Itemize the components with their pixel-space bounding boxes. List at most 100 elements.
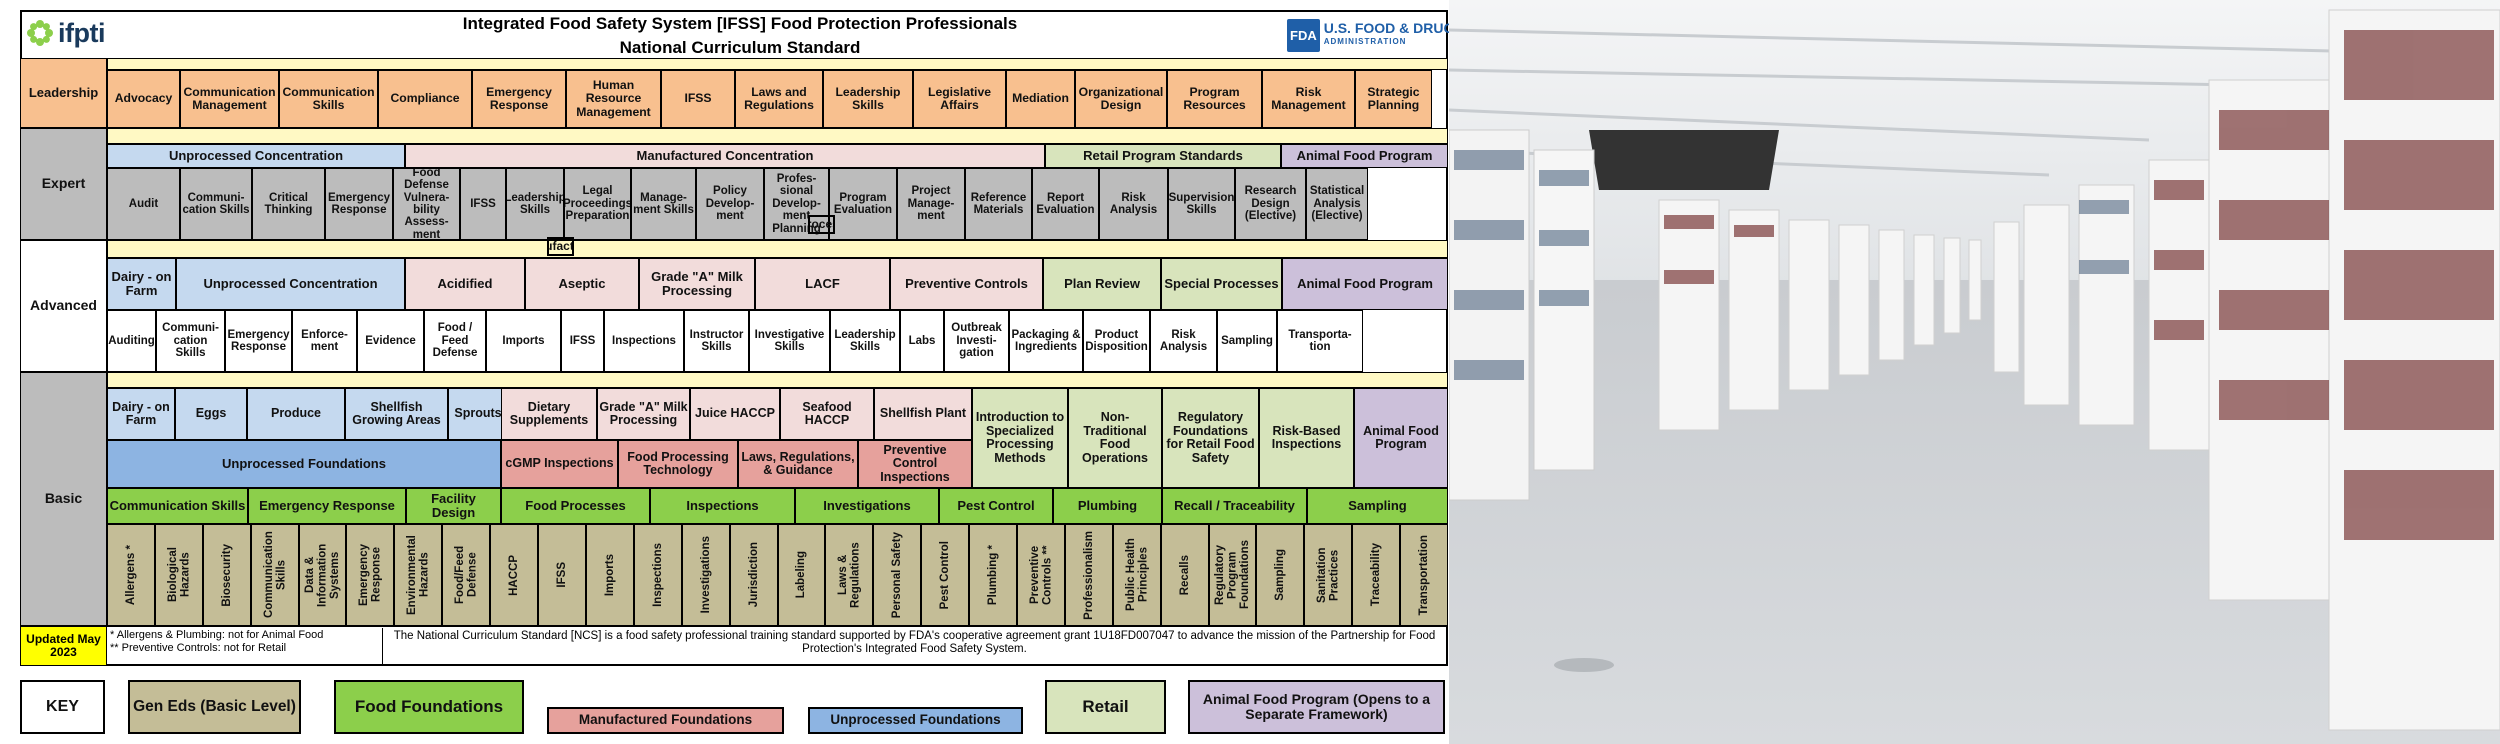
- basic-manufactured-foundation-3-label: Preventive Control Inspections: [880, 442, 950, 484]
- expert-course-2-label: Critical Thinking: [264, 191, 313, 216]
- advanced-course-2: Emergency Response: [225, 310, 292, 372]
- expert-course-13: Reference Materials: [965, 168, 1032, 240]
- expert-course-6-label: Leadership Skills: [506, 191, 564, 216]
- gen-ed-20: Professionalism: [1065, 524, 1113, 626]
- leadership-course-10: Mediation: [1006, 70, 1075, 128]
- title-line-1: Integrated Food Safety System [IFSS] Foo…: [462, 14, 1018, 33]
- leadership-course-2-label: Communication Skills: [282, 84, 375, 112]
- gen-ed-21-label: Public Health Principles: [1124, 538, 1149, 612]
- gen-ed-26-label: Traceability: [1369, 543, 1382, 607]
- advanced-course-4-label: Evidence: [365, 334, 416, 347]
- leadership-course-5-label: Human Resource Management: [576, 78, 651, 119]
- key-retail: Retail: [1045, 680, 1166, 734]
- key-retail-label: Retail: [1082, 696, 1129, 716]
- leadership-course-11-label: Organizational Design: [1078, 84, 1164, 112]
- advanced-header-3: Aseptic: [525, 258, 639, 310]
- gen-ed-0: Allergens *: [107, 524, 155, 626]
- key-label: KEY: [20, 680, 105, 734]
- leadership-course-0: Advocacy: [107, 70, 180, 128]
- expert-course-2: Critical Thinking: [252, 168, 325, 240]
- library-shelves-image: [1449, 0, 2500, 744]
- leadership-course-8: Leadership Skills: [823, 70, 913, 128]
- gen-ed-2: Biosecurity: [203, 524, 251, 626]
- advanced-header-6-label: Preventive Controls: [905, 275, 1028, 291]
- advanced-header-3-label: Aseptic: [558, 275, 606, 291]
- basic-manufactured-foundation-3: Preventive Control Inspections: [858, 440, 972, 488]
- page-title: Integrated Food Safety System [IFSS] Foo…: [380, 12, 1100, 60]
- advanced-course-16-label: Risk Analysis: [1159, 328, 1208, 353]
- gen-ed-16-label: Personal Safety: [890, 531, 903, 619]
- basic-retail-2: Risk-Based Inspections: [1259, 388, 1354, 488]
- advanced-course-14: Packaging & Ingredients: [1009, 310, 1083, 372]
- gen-ed-24: Sampling: [1256, 524, 1304, 626]
- expert-course-15-label: Risk Analysis: [1109, 191, 1158, 216]
- level-advanced-label: Advanced: [30, 297, 97, 314]
- gen-ed-27-label: Transportation: [1417, 534, 1430, 616]
- basic-manufactured-4: Shellfish Plant: [874, 388, 972, 440]
- expert-course-4: Food Defense Vulnera-bility Assess-ment: [393, 168, 460, 240]
- basic-unprocessed-1-label: Eggs: [195, 406, 227, 421]
- gen-ed-4-label: Data & Information Systems: [303, 543, 341, 607]
- leadership-course-5: Human Resource Management: [566, 70, 661, 128]
- food-foundation-6-label: Pest Control: [957, 497, 1035, 513]
- gen-ed-25-label: Sanitation Practices: [1315, 547, 1340, 603]
- basic-manufactured-2-label: Juice HACCP: [695, 406, 775, 421]
- basic-manufactured-4-label: Shellfish Plant: [879, 406, 967, 421]
- basic-manufactured-1: Grade "A" Milk Processing: [597, 388, 690, 440]
- expert-course-12: Project Manage-ment: [897, 168, 965, 240]
- ncs-description: The National Curriculum Standard [NCS] i…: [382, 628, 1446, 664]
- level-basic-label: Basic: [44, 490, 83, 507]
- food-foundation-8-label: Recall / Traceability: [1174, 497, 1295, 513]
- basic-retail-0-label: Non-Traditional Food Operations: [1082, 410, 1148, 465]
- gen-ed-23: Regulatory Program Foundations: [1209, 524, 1256, 626]
- advanced-course-12-label: Labs: [908, 334, 936, 347]
- unprocessed-foundations-label: Unprocessed Foundations: [222, 455, 386, 471]
- expert-header-3: Animal Food Program: [1281, 144, 1448, 168]
- expert-course-11: Program Evaluation: [829, 168, 897, 240]
- food-foundation-2: Facility Design: [406, 488, 501, 524]
- advanced-course-7: IFSS: [561, 310, 604, 372]
- advanced-header-2-label: Acidified: [437, 275, 493, 291]
- gen-ed-2-label: Biosecurity: [220, 543, 233, 607]
- gen-ed-4: Data & Information Systems: [299, 524, 346, 626]
- gen-ed-6: Environmental Hazards: [394, 524, 442, 626]
- expert-course-0: Audit: [107, 168, 180, 240]
- level-advanced: Advanced: [20, 240, 107, 372]
- food-foundation-9-label: Sampling: [1348, 497, 1407, 513]
- expert-course-9: Policy Develop-ment: [696, 168, 764, 240]
- footnote-2: ** Preventive Controls: not for Retail: [110, 642, 287, 654]
- advanced-header-2: Acidified: [405, 258, 525, 310]
- advanced-course-0: Auditing: [107, 310, 156, 372]
- basic-unprocessed-3: Shellfish Growing Areas: [345, 388, 448, 440]
- expert-course-9-label: Policy Develop-ment: [705, 185, 755, 223]
- advanced-header-0: Dairy - on Farm: [107, 258, 176, 310]
- expert-course-7: Legal Proceedings Preparation: [564, 168, 631, 240]
- gen-ed-9-label: IFSS: [555, 562, 568, 588]
- expert-course-15: Risk Analysis: [1099, 168, 1168, 240]
- food-foundation-0: Communication Skills: [107, 488, 248, 524]
- leadership-course-0-label: Advocacy: [114, 91, 173, 106]
- food-foundation-4-label: Inspections: [686, 497, 759, 513]
- advanced-header-8: Special Processes: [1161, 258, 1282, 310]
- basic-manufactured-foundation-0-label: cGMP Inspections: [505, 456, 614, 471]
- ifpti-logo-text: ifpti: [58, 17, 105, 48]
- expert-course-18-label: Statistical Analysis (Elective): [1309, 185, 1365, 223]
- fda-logo-line-1: U.S. FOOD & DRUG: [1323, 20, 1455, 36]
- food-foundation-8: Recall / Traceability: [1162, 488, 1307, 524]
- advanced-course-18: Transporta-tion: [1277, 310, 1363, 372]
- gen-ed-27: Transportation: [1400, 524, 1448, 626]
- advanced-course-9: Instructor Skills: [684, 310, 749, 372]
- fda-badge: FDA: [1287, 18, 1320, 52]
- expert-course-13-label: Reference Materials: [970, 191, 1027, 216]
- basic-retail-2-label: Risk-Based Inspections: [1271, 423, 1342, 451]
- gen-ed-5-label: Emergency Response: [357, 544, 382, 607]
- leadership-course-11: Organizational Design: [1075, 70, 1167, 128]
- leadership-course-6: IFSS: [661, 70, 735, 128]
- food-foundation-1: Emergency Response: [248, 488, 406, 524]
- advanced-header-7-label: Plan Review: [1064, 275, 1140, 291]
- basic-unprocessed-0-label: Dairy - on Farm: [112, 399, 170, 427]
- ifpti-logo: ifpti: [26, 16, 105, 50]
- food-foundation-5-label: Investigations: [823, 497, 911, 513]
- key-food-foundations: Food Foundations: [334, 680, 524, 734]
- advanced-header-9: Animal Food Program: [1282, 258, 1448, 310]
